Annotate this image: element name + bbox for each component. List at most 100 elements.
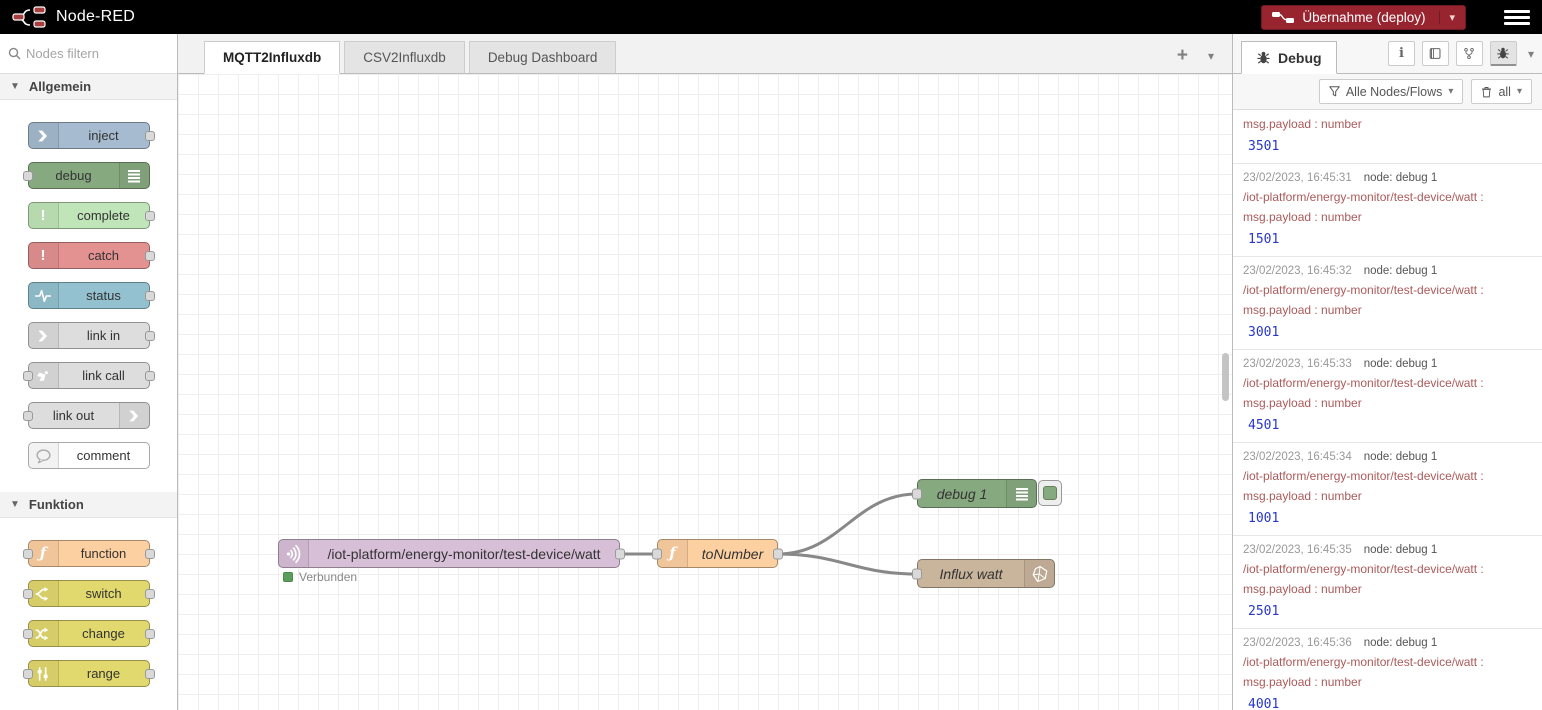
input-port[interactable] bbox=[652, 548, 662, 559]
link-in-icon bbox=[28, 323, 59, 348]
workspace: MQTT2Influxdb CSV2Influxdb Debug Dashboa… bbox=[178, 34, 1232, 710]
range-icon bbox=[28, 661, 59, 686]
debug-tab-button[interactable] bbox=[1489, 41, 1517, 66]
palette-node-status[interactable]: status bbox=[27, 282, 155, 309]
palette-node-link-call[interactable]: link call bbox=[22, 362, 155, 389]
filter-caret-icon: ▾ bbox=[1448, 86, 1454, 97]
debug-filter-button[interactable]: Alle Nodes/Flows ▾ bbox=[1318, 79, 1464, 104]
sidebar-tabs-caret-icon[interactable]: ▾ bbox=[1527, 46, 1534, 61]
canvas-vertical-scrollbar[interactable] bbox=[1222, 353, 1229, 401]
flow-canvas[interactable]: /iot-platform/energy-monitor/test-device… bbox=[178, 74, 1232, 710]
input-port[interactable] bbox=[912, 488, 922, 499]
debug-enable-toggle[interactable] bbox=[1038, 480, 1062, 506]
tab-csv2influxdb[interactable]: CSV2Influxdb bbox=[344, 41, 465, 74]
palette-node-link-out[interactable]: link out bbox=[22, 402, 150, 429]
input-port bbox=[22, 370, 33, 381]
status-connected-dot bbox=[283, 572, 293, 582]
tab-debug-dashboard[interactable]: Debug Dashboard bbox=[468, 41, 617, 74]
function-node[interactable]: ƒ toNumber bbox=[652, 539, 783, 568]
debug-toggle-indicator bbox=[1043, 486, 1057, 500]
palette-node-link-in[interactable]: link in bbox=[27, 322, 155, 349]
status-icon bbox=[28, 283, 59, 308]
palette-sidebar: ▼ Allgemein inject debug bbox=[0, 34, 178, 710]
influx-node-label: Influx watt bbox=[939, 565, 1003, 582]
projects-tab-button[interactable] bbox=[1455, 41, 1483, 66]
output-port bbox=[144, 290, 155, 301]
palette-node-comment[interactable]: comment bbox=[27, 442, 150, 469]
mqtt-node-status: Verbunden bbox=[283, 570, 357, 584]
palette-node-function[interactable]: ƒ function bbox=[22, 540, 155, 567]
change-icon bbox=[28, 621, 59, 646]
input-port bbox=[22, 548, 33, 559]
debug-toolbar: Alle Nodes/Flows ▾ all ▾ bbox=[1233, 74, 1542, 110]
output-port bbox=[144, 210, 155, 221]
mqtt-icon bbox=[279, 540, 309, 567]
output-port bbox=[144, 628, 155, 639]
function-node-label: toNumber bbox=[701, 545, 764, 562]
palette-category-funktion-body: ƒ function switch bbox=[0, 518, 177, 710]
deploy-label: Übernahme (deploy) bbox=[1302, 9, 1426, 25]
git-branch-icon bbox=[1464, 47, 1475, 60]
palette-search[interactable] bbox=[0, 34, 177, 74]
status-connected-label: Verbunden bbox=[299, 570, 358, 584]
influxdb-out-node[interactable]: Influx watt bbox=[912, 559, 1055, 588]
clear-caret-icon: ▾ bbox=[1516, 86, 1522, 97]
wires bbox=[618, 492, 919, 576]
palette-node-catch[interactable]: ! catch bbox=[27, 242, 155, 269]
palette-node-switch[interactable]: switch bbox=[22, 580, 155, 607]
debug-clear-button[interactable]: all ▾ bbox=[1471, 79, 1532, 104]
deploy-button[interactable]: Übernahme (deploy) ▾ bbox=[1261, 4, 1466, 30]
palette-node-range[interactable]: range bbox=[22, 660, 155, 687]
palette-filter-input[interactable] bbox=[26, 46, 156, 61]
link-out-icon bbox=[118, 403, 149, 428]
main-menu-button[interactable] bbox=[1504, 6, 1530, 28]
node-red-logo-icon bbox=[12, 6, 46, 28]
book-icon bbox=[1429, 48, 1441, 59]
sidebar-header: Debug i ▾ bbox=[1233, 34, 1542, 74]
tab-mqtt2influxdb[interactable]: MQTT2Influxdb bbox=[204, 41, 341, 74]
comment-icon bbox=[28, 443, 59, 468]
output-port[interactable] bbox=[773, 548, 783, 559]
output-port[interactable] bbox=[615, 548, 625, 559]
debug-message-list[interactable]: msg.payload : number 3501 23/02/2023, 16… bbox=[1233, 110, 1542, 710]
catch-icon: ! bbox=[28, 243, 59, 268]
complete-icon: ! bbox=[28, 203, 59, 228]
palette-node-change[interactable]: change bbox=[22, 620, 155, 647]
output-port bbox=[144, 330, 155, 341]
search-icon bbox=[8, 47, 21, 60]
trash-icon bbox=[1482, 86, 1492, 97]
input-port[interactable] bbox=[912, 568, 922, 579]
palette-node-inject[interactable]: inject bbox=[27, 122, 155, 149]
palette-category-allgemein[interactable]: ▼ Allgemein bbox=[0, 74, 177, 100]
debug-icon bbox=[1006, 480, 1036, 507]
inject-icon bbox=[28, 123, 59, 148]
input-port bbox=[22, 668, 33, 679]
palette-node-complete[interactable]: ! complete bbox=[27, 202, 155, 229]
function-icon: ƒ bbox=[28, 541, 59, 566]
debug-node-label: debug 1 bbox=[936, 485, 988, 502]
add-flow-button[interactable]: + bbox=[1176, 45, 1188, 66]
switch-icon bbox=[28, 581, 59, 606]
palette-category-funktion[interactable]: ▼ Funktion bbox=[0, 492, 177, 518]
input-port bbox=[22, 588, 33, 599]
sidebar-tab-debug[interactable]: Debug bbox=[1241, 41, 1337, 74]
input-port bbox=[22, 410, 33, 421]
palette-node-debug[interactable]: debug bbox=[22, 162, 150, 189]
flow-list-caret-icon[interactable]: ▾ bbox=[1207, 48, 1214, 63]
app-title: Node-RED bbox=[56, 8, 135, 25]
help-tab-button[interactable] bbox=[1421, 41, 1449, 66]
bug-icon bbox=[1257, 51, 1270, 64]
deploy-icon bbox=[1272, 12, 1295, 23]
deploy-caret-icon[interactable]: ▾ bbox=[1439, 10, 1455, 24]
debug-node[interactable]: debug 1 bbox=[912, 479, 1062, 508]
debug-icon bbox=[118, 163, 149, 188]
chevron-down-icon: ▼ bbox=[10, 499, 20, 510]
output-port bbox=[144, 668, 155, 679]
mqtt-in-node[interactable]: /iot-platform/energy-monitor/test-device… bbox=[278, 539, 625, 568]
workspace-tabbar: MQTT2Influxdb CSV2Influxdb Debug Dashboa… bbox=[178, 34, 1232, 74]
info-tab-button[interactable]: i bbox=[1387, 41, 1415, 66]
output-port bbox=[144, 130, 155, 141]
